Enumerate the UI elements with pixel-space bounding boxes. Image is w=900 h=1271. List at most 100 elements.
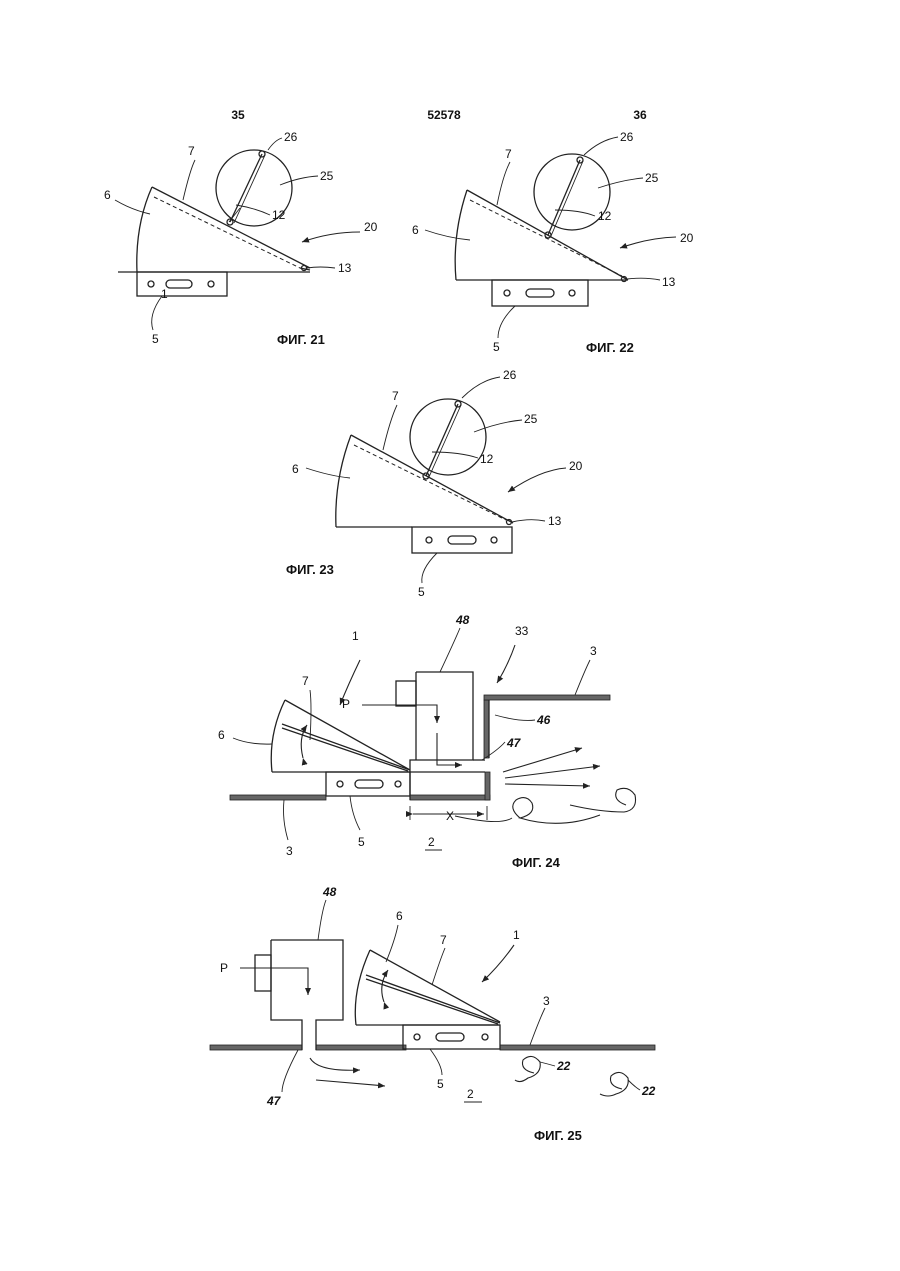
label-25: 25 [524,412,538,426]
label-7: 7 [505,147,512,161]
leader-22a [540,1062,555,1066]
label-25: 25 [320,169,334,183]
deflector-46 [484,700,489,758]
label-12: 12 [480,452,494,466]
leader-7 [183,160,195,200]
bracket-hole-left [504,290,510,296]
label-5: 5 [493,340,500,354]
housing-back-edge [355,950,370,1025]
label-7: 7 [302,674,309,688]
spoke-rod-edge [234,155,265,223]
leader-5 [430,1049,442,1075]
flow-arrow-3 [505,784,590,786]
housing-back-edge [455,190,467,280]
label-7: 7 [440,933,447,947]
label-5: 5 [358,835,365,849]
bracket-hole-left [426,537,432,543]
figure-25: 48 6 7 1 P 3 22 47 5 2 22 ФИГ. 25 [210,885,656,1143]
surface-3-middle [316,1045,406,1050]
label-3-right: 3 [590,644,597,658]
bracket-hole-right [569,290,575,296]
arrow-20 [620,237,676,248]
label-2: 2 [428,835,435,849]
label-13: 13 [662,275,676,289]
leader-5 [422,553,437,583]
label-6: 6 [292,462,299,476]
leader-7 [497,162,510,205]
label-1: 1 [352,629,359,643]
page-number-left: 35 [231,108,245,122]
bracket-slot [526,289,554,297]
bracket-hole-right [482,1034,488,1040]
leader-6 [233,738,272,744]
page-header: 35 52578 36 [231,108,647,122]
vortex-2 [600,1072,628,1096]
leader-48 [318,900,326,940]
label-47: 47 [266,1094,282,1108]
leader-26 [584,137,618,155]
leader-46 [495,715,535,720]
surface-3-left [230,795,326,800]
flow-arrow-2 [316,1080,385,1086]
cover-top-edge [152,187,310,268]
bracket-hole-left [148,281,154,287]
leader-13 [627,278,660,280]
cover-top-edge [351,435,513,523]
leader-3-right [575,660,590,695]
leader-5 [498,306,515,338]
nozzle-48-left [271,940,302,1050]
flap-7-edge [282,728,408,771]
spoke-rod-edge [551,161,583,236]
figure-22: 26 7 25 6 12 20 13 5 ФИГ. 22 [412,130,694,355]
label-47: 47 [506,736,522,750]
figure-21: 26 7 25 6 12 20 13 5 1 ФИГ. 21 [104,130,378,347]
spoke-rod [426,404,458,476]
leader-x [455,816,512,822]
bracket-hole-right [491,537,497,543]
leader-6 [425,230,470,240]
bracket-slot [448,536,476,544]
label-20: 20 [680,231,694,245]
nozzle-48-right [271,940,343,1050]
figure-caption: ФИГ. 25 [534,1128,582,1143]
label-5: 5 [437,1077,444,1091]
air-inlet-arrow [362,705,437,723]
label-6: 6 [396,909,403,923]
label-48: 48 [455,613,470,627]
label-1: 1 [513,928,520,942]
label-6: 6 [104,188,111,202]
label-12: 12 [272,208,286,222]
bracket-5 [492,280,588,306]
label-6: 6 [218,728,225,742]
channel-floor [410,795,490,800]
vortex-1 [515,1056,540,1081]
label-26: 26 [503,368,517,382]
figure-caption: ФИГ. 21 [277,332,325,347]
bracket-hole-right [208,281,214,287]
surface-3-right [484,695,610,700]
figure-caption: ФИГ. 22 [586,340,634,355]
leader-26 [462,377,500,398]
label-48: 48 [322,885,337,899]
spoke-rod-edge [429,405,461,477]
label-33: 33 [515,624,529,638]
bracket-hole-left [414,1034,420,1040]
wheel-circle [410,399,486,475]
nozzle-48-body [410,672,485,772]
leader-5 [350,796,360,830]
arrow-20 [508,468,566,492]
leader-22b [628,1080,640,1090]
label-13: 13 [548,514,562,528]
housing-top-edge [370,950,500,1022]
label-7: 7 [392,389,399,403]
label-22-first: 22 [556,1059,571,1073]
label-3-left: 3 [286,844,293,858]
label-20: 20 [569,459,583,473]
leader-26 [268,138,282,150]
bracket-slot [436,1033,464,1041]
channel-lip [485,772,490,800]
figure-caption: ФИГ. 24 [512,855,561,870]
label-22-second: 22 [641,1084,656,1098]
air-inlet-arrow [240,968,308,995]
label-6: 6 [412,223,419,237]
